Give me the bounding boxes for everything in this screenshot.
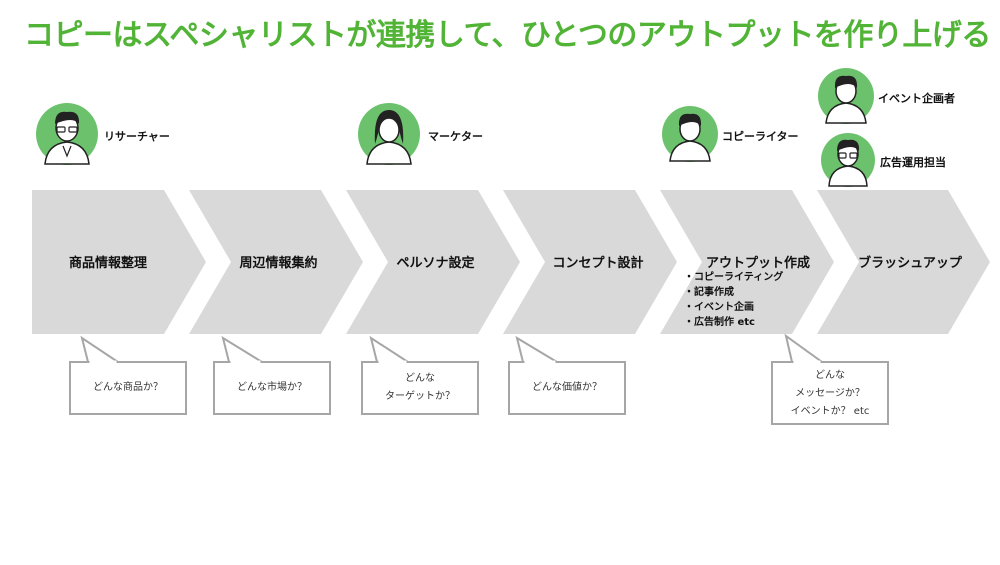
step-label: コンセプト設計	[552, 256, 644, 271]
output-items-list: ・コピーライティング ・記事作成 ・イベント企画 ・広告制作 etc	[684, 270, 783, 330]
role-label: イベント企画者	[878, 92, 955, 105]
speech-bubble-1	[69, 335, 187, 415]
role-label: リサーチャー	[104, 130, 170, 143]
role-label: 広告運用担当	[880, 156, 946, 169]
step-label: ブラッシュアップ	[858, 256, 962, 271]
speech-bubble-2	[213, 335, 331, 415]
chevron-step-2	[189, 190, 363, 334]
chevron-step-6	[817, 190, 990, 334]
chevron-step-4	[503, 190, 677, 334]
man-glasses-avatar-icon	[36, 103, 98, 165]
list-item: ・イベント企画	[684, 302, 754, 313]
page-title: コピーはスペシャリストが連携して、ひとつのアウトプットを作り上げる	[24, 18, 991, 53]
bubble-text: どんな メッセージか？ イベントか？ etc	[790, 370, 870, 417]
bubble-text: どんな ターゲットか？	[385, 373, 455, 402]
man-avatar-icon	[662, 106, 718, 162]
list-item: ・記事作成	[684, 287, 734, 298]
bubble-text: どんな価値か？	[532, 382, 602, 393]
chevron-step-5	[660, 190, 834, 334]
chevron-step-3	[346, 190, 520, 334]
man-glasses-avatar-icon	[821, 133, 875, 187]
bubble-text: どんな市場か？	[237, 382, 307, 393]
speech-bubble-4	[508, 335, 626, 415]
speech-bubble-3	[361, 335, 479, 415]
role-label: コピーライター	[722, 130, 799, 143]
bubble-text: どんな商品か？	[93, 382, 163, 393]
step-label: 周辺情報集約	[239, 256, 318, 271]
step-label: 商品情報整理	[68, 256, 147, 271]
speech-bubble-5	[771, 333, 889, 425]
role-label: マーケター	[428, 130, 483, 143]
man-avatar-icon	[818, 68, 874, 124]
woman-avatar-icon	[358, 103, 420, 165]
step-label: アウトプット作成	[705, 256, 810, 271]
step-label: ペルソナ設定	[396, 256, 475, 271]
chevron-step-1	[32, 190, 206, 334]
list-item: ・コピーライティング	[684, 272, 784, 283]
list-item: ・広告制作 etc	[684, 317, 755, 328]
